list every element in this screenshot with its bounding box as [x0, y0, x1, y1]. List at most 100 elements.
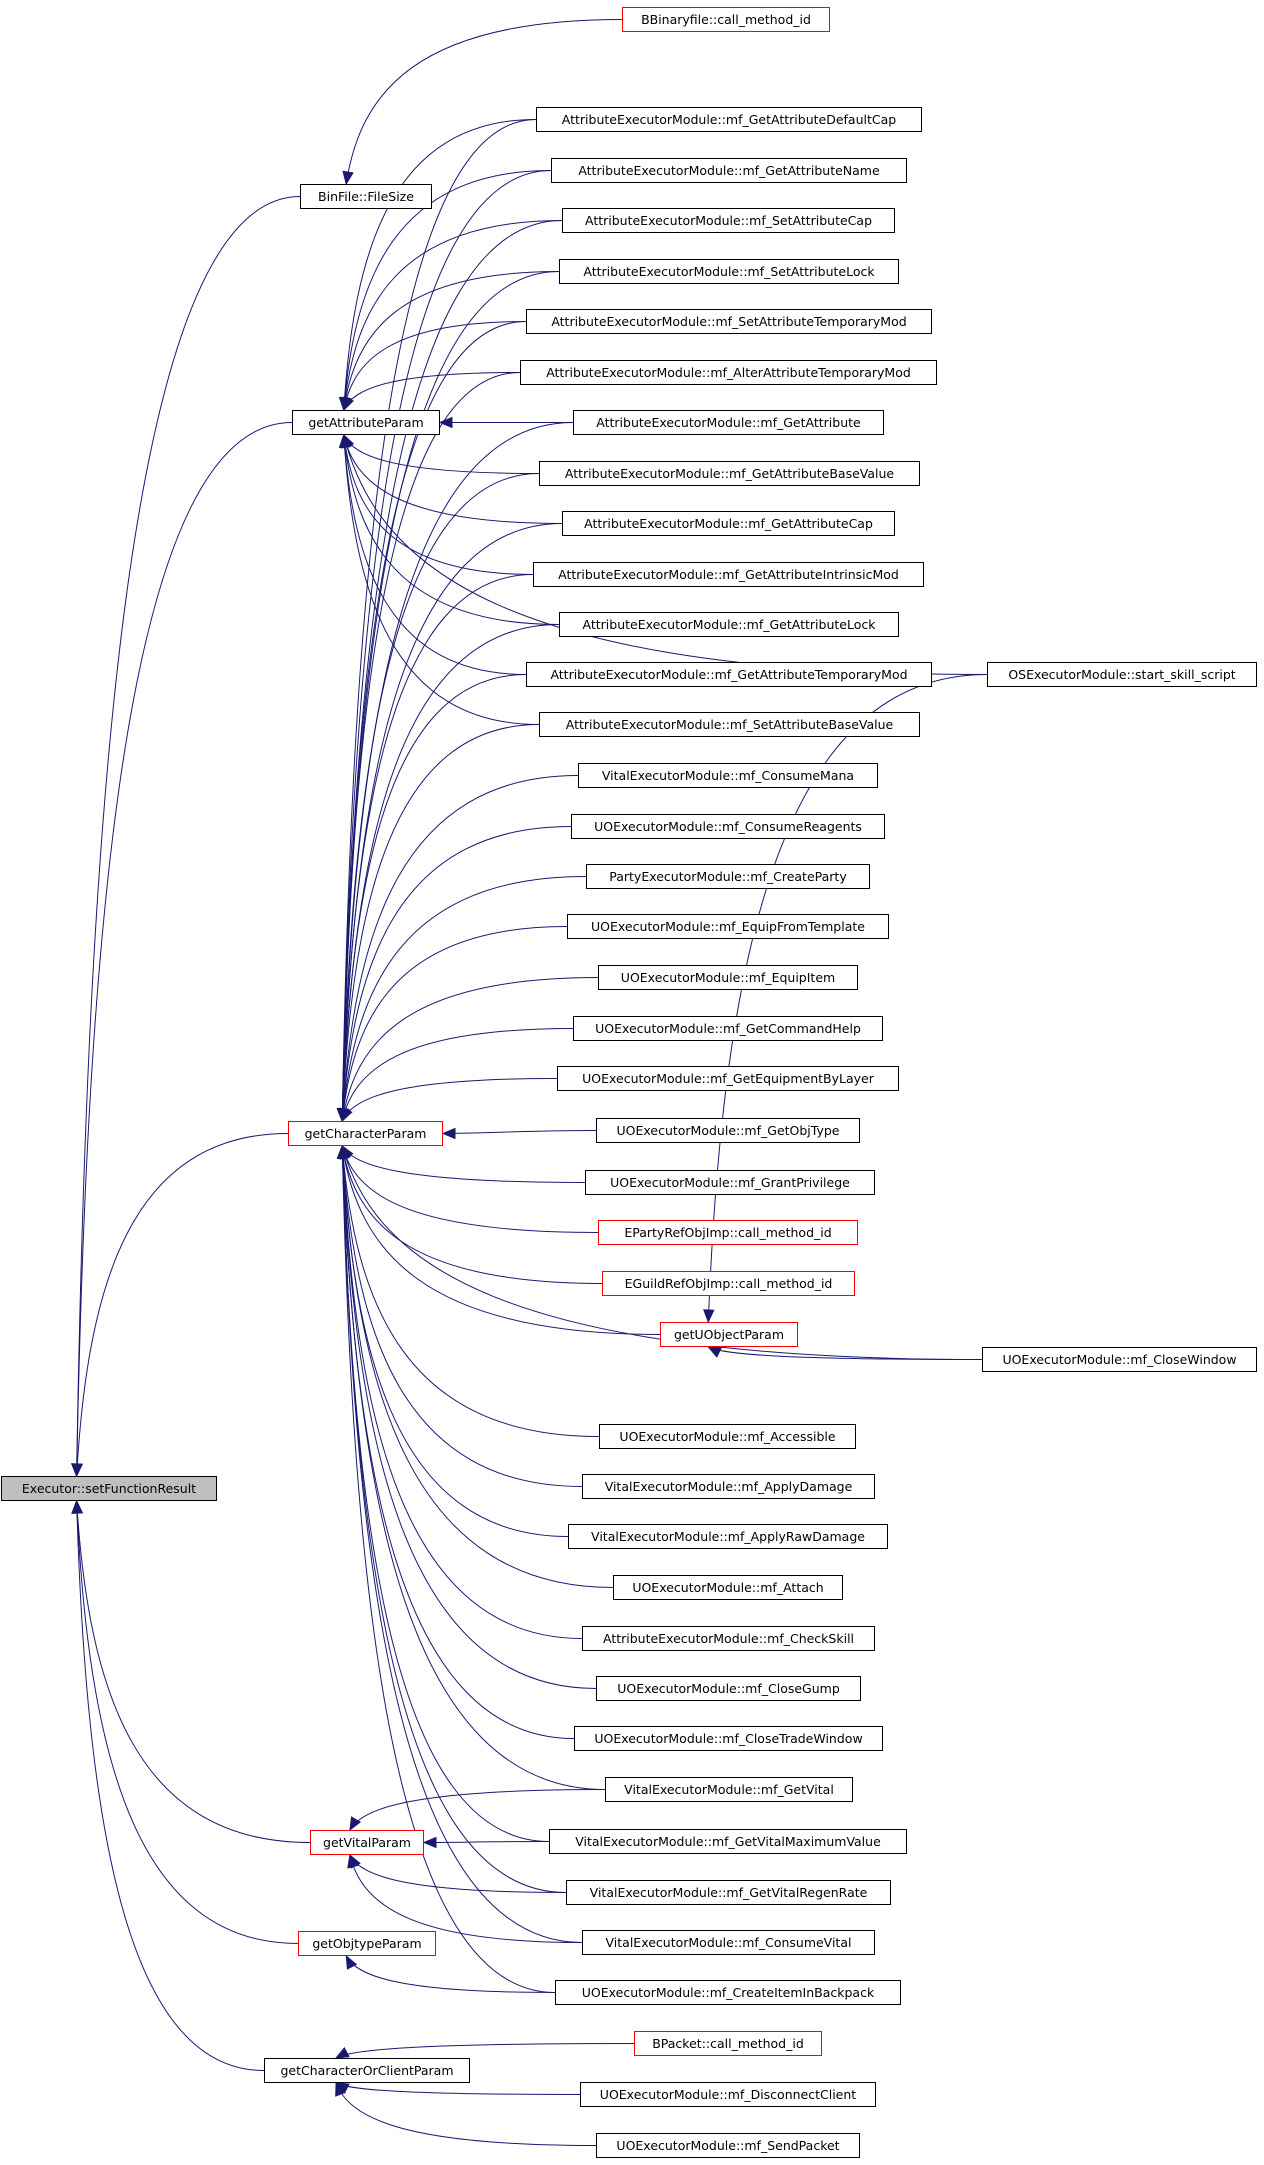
call-edge	[341, 523, 563, 1122]
node-uo-close-window[interactable]: UOExecutorModule::mf_CloseWindow	[982, 1347, 1257, 1372]
node-uo-get-equipment-by-layer[interactable]: UOExecutorModule::mf_GetEquipmentByLayer	[557, 1066, 899, 1091]
call-edge	[341, 1145, 569, 1537]
node-uo-attach[interactable]: UOExecutorModule::mf_Attach	[613, 1575, 843, 1600]
call-edge	[343, 434, 540, 725]
node-uo-create-item-in-backpack[interactable]: UOExecutorModule::mf_CreateItemInBackpac…	[555, 1980, 901, 2005]
call-edge	[341, 1145, 556, 1993]
node-vital-consume-vital[interactable]: VitalExecutorModule::mf_ConsumeVital	[582, 1930, 875, 1955]
call-edge	[343, 170, 552, 411]
node-vital-apply-raw-damage[interactable]: VitalExecutorModule::mf_ApplyRawDamage	[568, 1524, 888, 1549]
call-edge	[341, 271, 560, 1122]
call-edge	[76, 196, 301, 1477]
node-get-uobject-param[interactable]: getUObjectParam	[660, 1322, 798, 1347]
call-edge	[341, 1145, 597, 1689]
call-edge	[343, 434, 563, 524]
call-edge	[76, 1500, 265, 2071]
node-vital-apply-damage[interactable]: VitalExecutorModule::mf_ApplyDamage	[582, 1474, 875, 1499]
node-attr-set-cap[interactable]: AttributeExecutorModule::mf_SetAttribute…	[562, 208, 895, 233]
node-get-objtype-param[interactable]: getObjtypeParam	[298, 1931, 436, 1956]
call-edge	[341, 321, 527, 1122]
node-vital-get-vital[interactable]: VitalExecutorModule::mf_GetVital	[605, 1777, 853, 1802]
node-uo-consume-reagents[interactable]: UOExecutorModule::mf_ConsumeReagents	[571, 814, 885, 839]
node-uo-equip-from-template[interactable]: UOExecutorModule::mf_EquipFromTemplate	[567, 914, 889, 939]
call-edge	[341, 170, 552, 1122]
call-edge	[341, 1028, 574, 1122]
node-uo-equip-item[interactable]: UOExecutorModule::mf_EquipItem	[598, 965, 858, 990]
call-edge	[423, 1841, 550, 1843]
call-edge	[341, 1145, 583, 1639]
node-attr-alter-temp-mod[interactable]: AttributeExecutorModule::mf_AlterAttribu…	[520, 360, 937, 385]
call-edge	[341, 826, 572, 1122]
node-uo-grant-privilege[interactable]: UOExecutorModule::mf_GrantPrivilege	[585, 1170, 875, 1195]
node-eguild-call-method-id[interactable]: EGuildRefObjImp::call_method_id	[602, 1271, 855, 1296]
arrowhead	[341, 1107, 353, 1123]
node-get-character-param[interactable]: getCharacterParam	[288, 1121, 443, 1146]
call-edge	[708, 1346, 983, 1360]
call-edge	[442, 1130, 597, 1134]
arrowhead	[347, 1853, 359, 1869]
node-vital-get-max[interactable]: VitalExecutorModule::mf_GetVitalMaximumV…	[549, 1829, 907, 1854]
call-edge	[343, 434, 534, 575]
call-edge	[341, 1145, 550, 1842]
node-attr-get[interactable]: AttributeExecutorModule::mf_GetAttribute	[573, 410, 884, 435]
node-get-character-or-client-param[interactable]: getCharacterOrClientParam	[264, 2058, 470, 2083]
call-edge	[76, 1500, 299, 1944]
node-attr-get-intrinsic[interactable]: AttributeExecutorModule::mf_GetAttribute…	[533, 562, 924, 587]
arrowhead	[71, 1463, 84, 1478]
arrowhead	[336, 1144, 349, 1159]
node-binfile-filesize[interactable]: BinFile::FileSize	[300, 184, 432, 209]
node-uo-close-trade-window[interactable]: UOExecutorModule::mf_CloseTradeWindow	[574, 1726, 883, 1751]
node-uo-disconnect-client[interactable]: UOExecutorModule::mf_DisconnectClient	[580, 2082, 876, 2107]
arrowhead	[422, 1836, 437, 1849]
node-attr-get-temp-mod[interactable]: AttributeExecutorModule::mf_GetAttribute…	[526, 662, 932, 687]
node-bbinaryfile-call-method-id[interactable]: BBinaryfile::call_method_id	[622, 7, 830, 32]
node-uo-accessible[interactable]: UOExecutorModule::mf_Accessible	[599, 1424, 856, 1449]
call-edge	[76, 422, 293, 1477]
call-edge	[341, 1145, 983, 1360]
node-attr-set-base[interactable]: AttributeExecutorModule::mf_SetAttribute…	[539, 712, 920, 737]
node-party-create[interactable]: PartyExecutorModule::mf_CreateParty	[586, 864, 870, 889]
call-edge	[341, 1145, 614, 1588]
call-edge	[76, 1500, 311, 1843]
node-bpacket-call-method-id[interactable]: BPacket::call_method_id	[634, 2031, 822, 2056]
node-get-attribute-param[interactable]: getAttributeParam	[292, 410, 440, 435]
node-get-vital-param[interactable]: getVitalParam	[310, 1830, 424, 1855]
node-uo-get-command-help[interactable]: UOExecutorModule::mf_GetCommandHelp	[573, 1016, 883, 1041]
node-attr-set-temp-mod[interactable]: AttributeExecutorModule::mf_SetAttribute…	[526, 309, 932, 334]
call-edge	[341, 1145, 567, 1893]
call-edge	[335, 2082, 581, 2095]
node-attr-set-lock[interactable]: AttributeExecutorModule::mf_SetAttribute…	[559, 259, 899, 284]
arrowhead	[438, 416, 453, 429]
node-attr-get-default-cap[interactable]: AttributeExecutorModule::mf_GetAttribute…	[536, 107, 922, 132]
node-attr-get-lock[interactable]: AttributeExecutorModule::mf_GetAttribute…	[559, 612, 899, 637]
call-edge	[341, 473, 540, 1122]
node-executor-setfunctionresult: Executor::setFunctionResult	[1, 1476, 217, 1501]
arrowhead	[343, 396, 354, 412]
node-vital-consume-mana[interactable]: VitalExecutorModule::mf_ConsumeMana	[578, 763, 878, 788]
call-edge	[343, 271, 560, 411]
node-attr-check-skill[interactable]: AttributeExecutorModule::mf_CheckSkill	[582, 1626, 875, 1651]
call-edge	[341, 1145, 603, 1284]
call-edge	[341, 724, 540, 1122]
node-attr-get-name[interactable]: AttributeExecutorModule::mf_GetAttribute…	[551, 158, 907, 183]
arrowhead	[707, 1346, 723, 1358]
call-edge	[345, 19, 623, 185]
node-attr-get-cap[interactable]: AttributeExecutorModule::mf_GetAttribute…	[562, 511, 895, 536]
node-vital-get-regen[interactable]: VitalExecutorModule::mf_GetVitalRegenRat…	[566, 1880, 891, 1905]
arrowhead	[334, 2047, 350, 2059]
call-edge	[343, 434, 560, 625]
node-uo-close-gump[interactable]: UOExecutorModule::mf_CloseGump	[596, 1676, 861, 1701]
node-uo-send-packet[interactable]: UOExecutorModule::mf_SendPacket	[596, 2133, 860, 2158]
node-eparty-call-method-id[interactable]: EPartyRefObjImp::call_method_id	[598, 1220, 858, 1245]
call-edge	[341, 624, 560, 1122]
call-edge	[343, 321, 527, 411]
node-attr-get-base[interactable]: AttributeExecutorModule::mf_GetAttribute…	[539, 461, 920, 486]
call-edge	[341, 574, 534, 1122]
call-edge	[349, 1854, 583, 1943]
arrowhead	[441, 1127, 456, 1140]
call-edge	[341, 775, 579, 1122]
node-os-start-skill-script[interactable]: OSExecutorModule::start_skill_script	[987, 662, 1257, 687]
arrowhead	[341, 433, 353, 449]
call-edge	[349, 1789, 606, 1831]
node-uo-get-obj-type[interactable]: UOExecutorModule::mf_GetObjType	[596, 1118, 860, 1143]
